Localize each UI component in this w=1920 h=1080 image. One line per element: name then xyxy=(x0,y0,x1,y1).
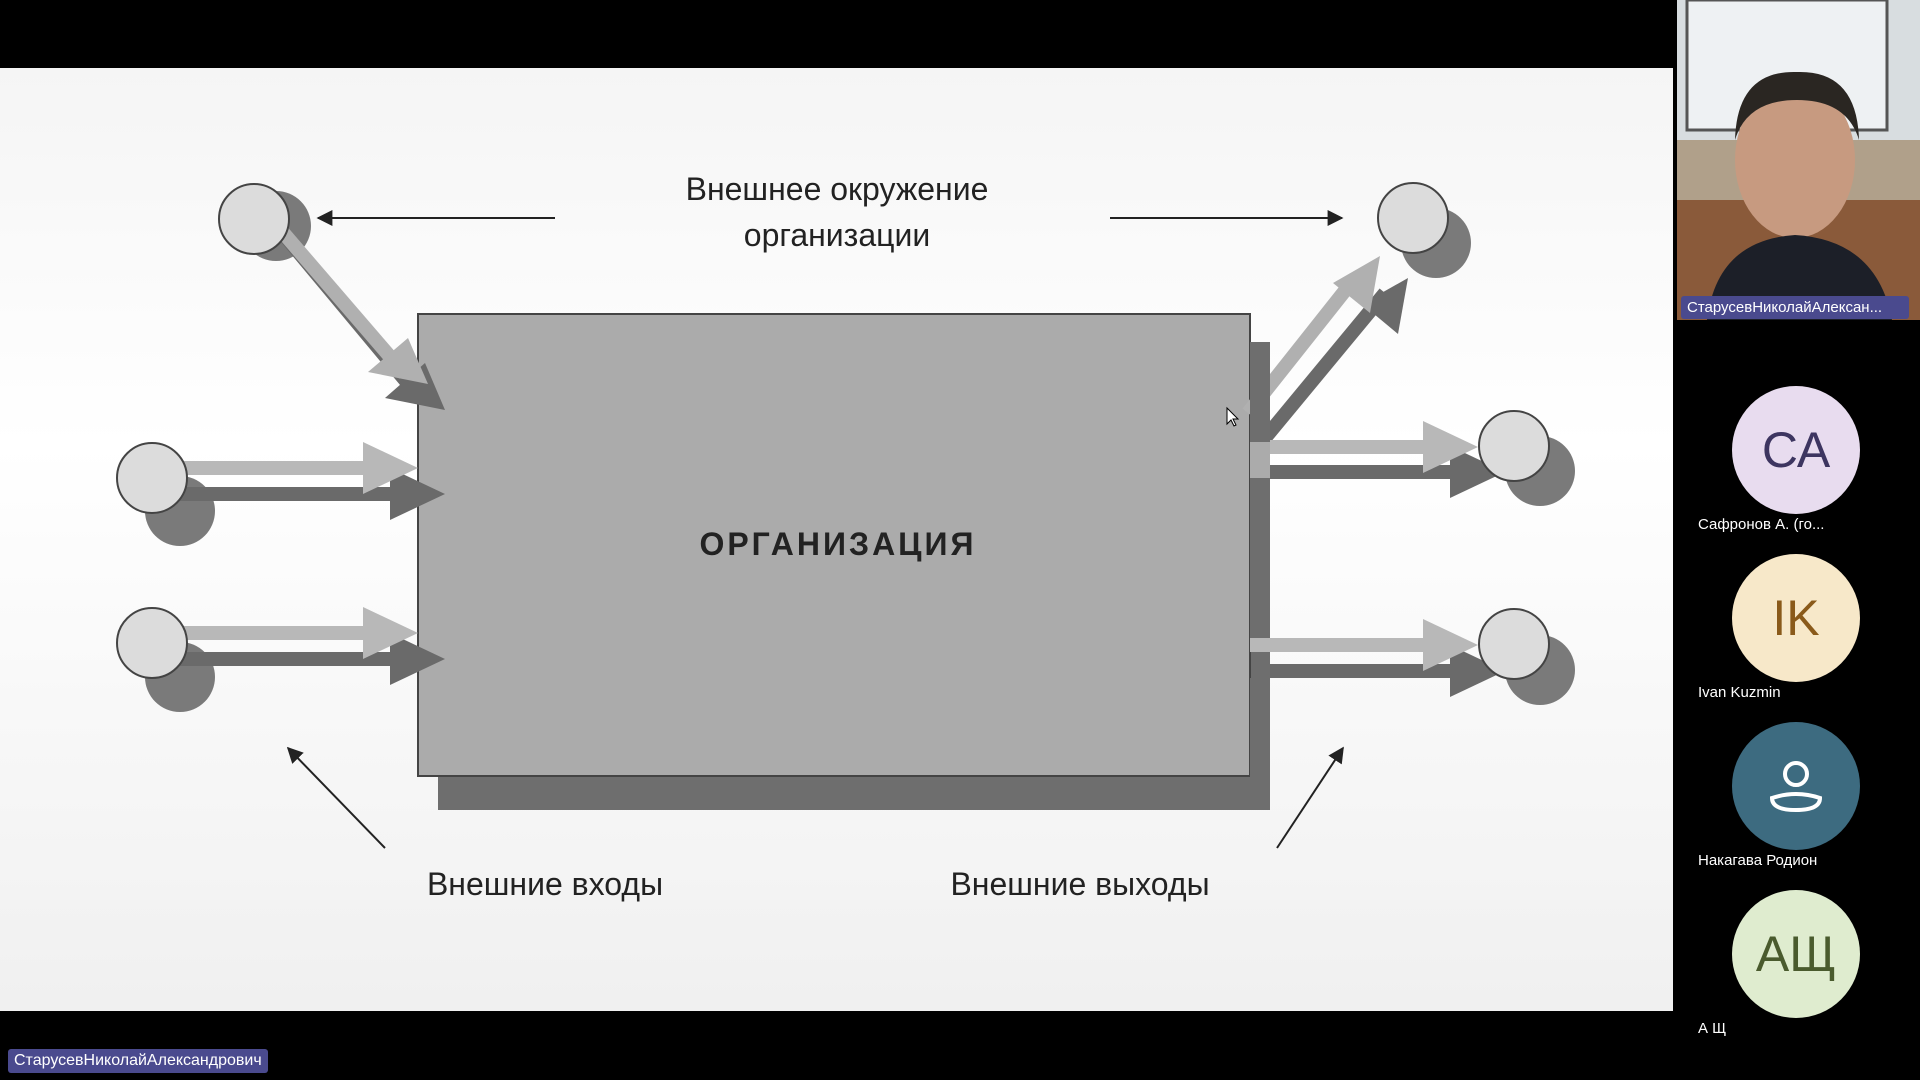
participant-name: Накагава Родион xyxy=(1698,852,1818,869)
presentation-slide: Внешнее окружение организации ОРГАНИЗАЦИ… xyxy=(0,68,1673,1011)
inputs-arrow xyxy=(286,746,386,849)
outputs-arrow xyxy=(1276,746,1344,849)
avatar xyxy=(1732,722,1860,850)
output-node xyxy=(1478,608,1550,680)
output-node xyxy=(1377,182,1449,254)
mouse-cursor-icon xyxy=(1226,406,1240,427)
participant-name: А Щ xyxy=(1698,1020,1727,1037)
input-node xyxy=(116,607,188,679)
avatar: СА xyxy=(1732,386,1860,514)
webcam-feed xyxy=(1677,0,1920,320)
organization-diagram: Внешнее окружение организации ОРГАНИЗАЦИ… xyxy=(116,171,1575,902)
participants-sidebar: СтарусевНиколайАлексан... СА Сафронов А.… xyxy=(1673,0,1920,1080)
inputs-label: Внешние входы xyxy=(427,866,663,902)
env-label-line1: Внешнее окружение xyxy=(686,171,989,207)
video-participant-name: СтарусевНиколайАлексан... xyxy=(1681,296,1909,319)
env-label-line2: организации xyxy=(744,217,930,253)
input-node xyxy=(116,442,188,514)
participant-name: Ivan Kuzmin xyxy=(1698,684,1781,701)
presenter-video[interactable] xyxy=(1677,0,1920,320)
org-label: ОРГАНИЗАЦИЯ xyxy=(699,526,976,562)
avatar: IK xyxy=(1732,554,1860,682)
participant-tile[interactable]: СА Сафронов А. (го... xyxy=(1695,386,1915,533)
presenter-name-tag: СтарусевНиколайАлександрович xyxy=(8,1049,268,1073)
avatar: АЩ xyxy=(1732,890,1860,1018)
participant-tile[interactable]: АЩ А Щ xyxy=(1695,890,1915,1037)
outputs-label: Внешние выходы xyxy=(950,866,1209,902)
screen-share-area: Внешнее окружение организации ОРГАНИЗАЦИ… xyxy=(0,68,1673,1073)
input-node xyxy=(218,183,290,255)
output-node xyxy=(1478,410,1550,482)
participant-tile[interactable]: IK Ivan Kuzmin xyxy=(1695,554,1915,701)
user-icon xyxy=(1769,761,1823,813)
org-box xyxy=(417,313,1251,777)
participant-tile[interactable]: Накагава Родион xyxy=(1695,722,1915,869)
participant-name: Сафронов А. (го... xyxy=(1698,516,1825,533)
